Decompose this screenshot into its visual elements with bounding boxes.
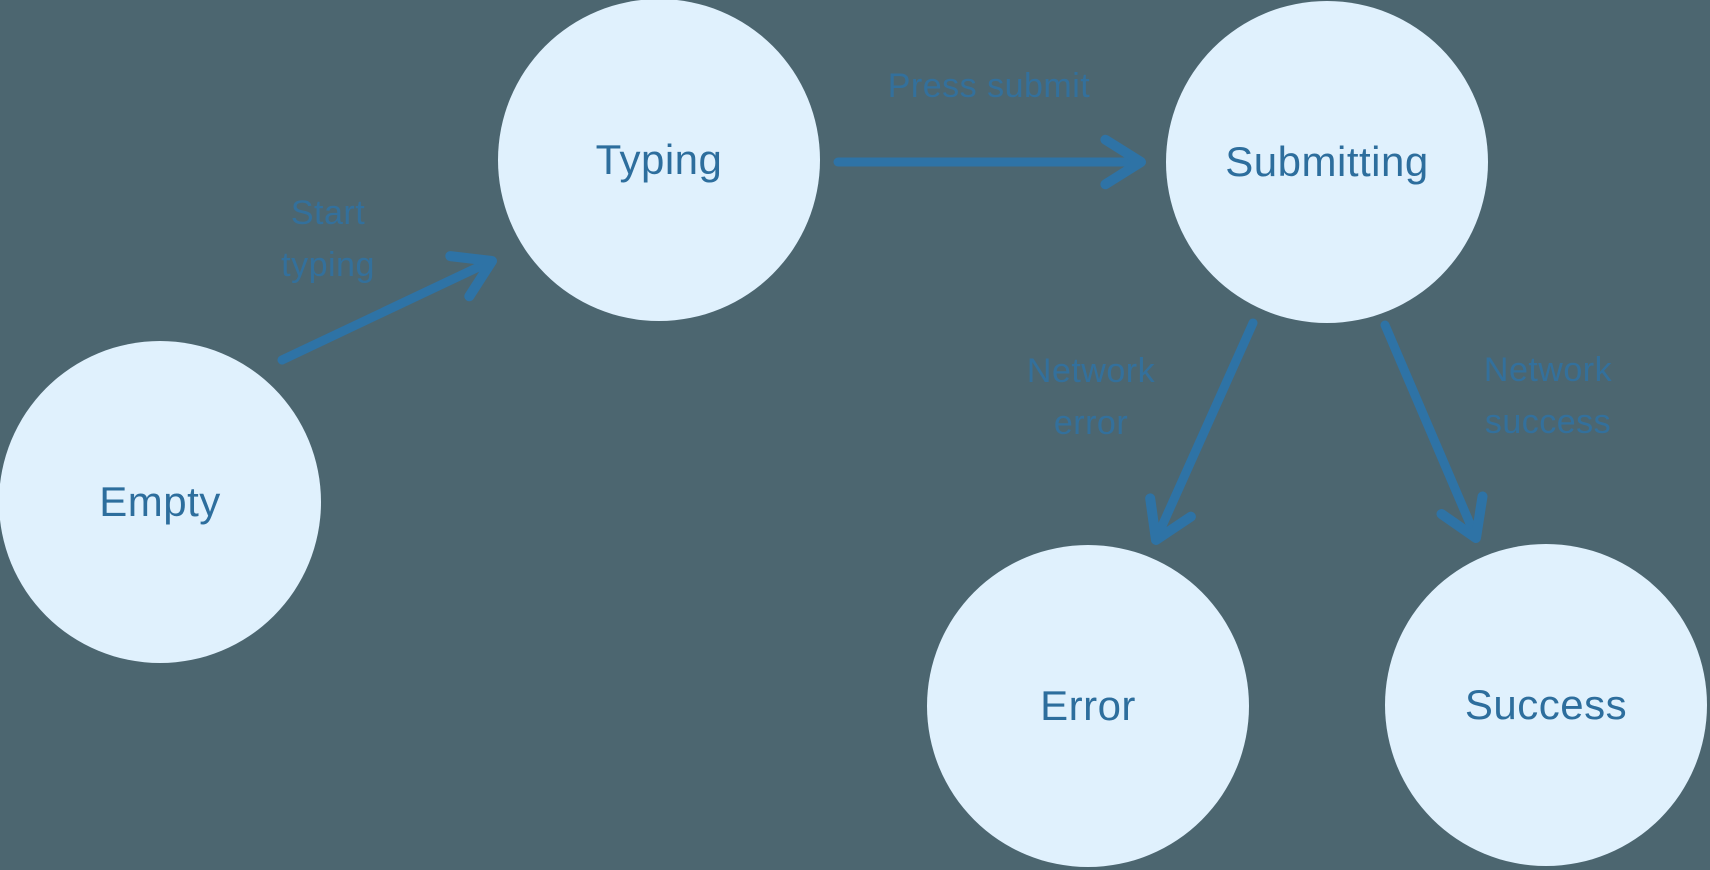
- edge-label-line: success: [1484, 403, 1612, 441]
- state-label-submitting: Submitting: [1225, 138, 1429, 185]
- state-node-error: Error: [927, 545, 1249, 867]
- edge-label-line: typing: [281, 246, 375, 284]
- state-label-error: Error: [1040, 682, 1136, 729]
- state-label-typing: Typing: [595, 136, 723, 183]
- arrow-head: [1100, 134, 1146, 190]
- arrow-submitting-to-success: [1380, 320, 1488, 543]
- arrow-head: [1145, 493, 1196, 545]
- edge-label-line: Start: [290, 194, 366, 232]
- arrow-shaft: [1153, 318, 1258, 540]
- edge-label-press-submit: Press submit: [888, 60, 1091, 112]
- edge-label-line: Network: [1026, 352, 1156, 390]
- edge-label-line: Press submit: [887, 67, 1091, 105]
- arrow-typing-to-submitting: [833, 134, 1146, 190]
- edge-label-network-success: Network success: [1484, 344, 1612, 448]
- edge-label-start-typing: Start typing: [281, 187, 375, 291]
- state-node-success: Success: [1385, 544, 1707, 866]
- arrow-shaft: [1380, 320, 1479, 538]
- edge-label-network-error: Network error: [1027, 345, 1155, 449]
- arrow-submitting-to-error: [1145, 318, 1258, 545]
- state-node-submitting: Submitting: [1166, 1, 1488, 323]
- edge-label-line: Network: [1483, 351, 1613, 389]
- state-label-success: Success: [1464, 681, 1628, 728]
- edge-label-line: error: [1053, 404, 1129, 442]
- state-node-typing: Typing: [498, 0, 820, 321]
- arrow-head: [445, 251, 497, 302]
- arrow-head: [1436, 491, 1488, 543]
- state-label-empty: Empty: [99, 478, 221, 525]
- state-node-empty: Empty: [0, 341, 321, 663]
